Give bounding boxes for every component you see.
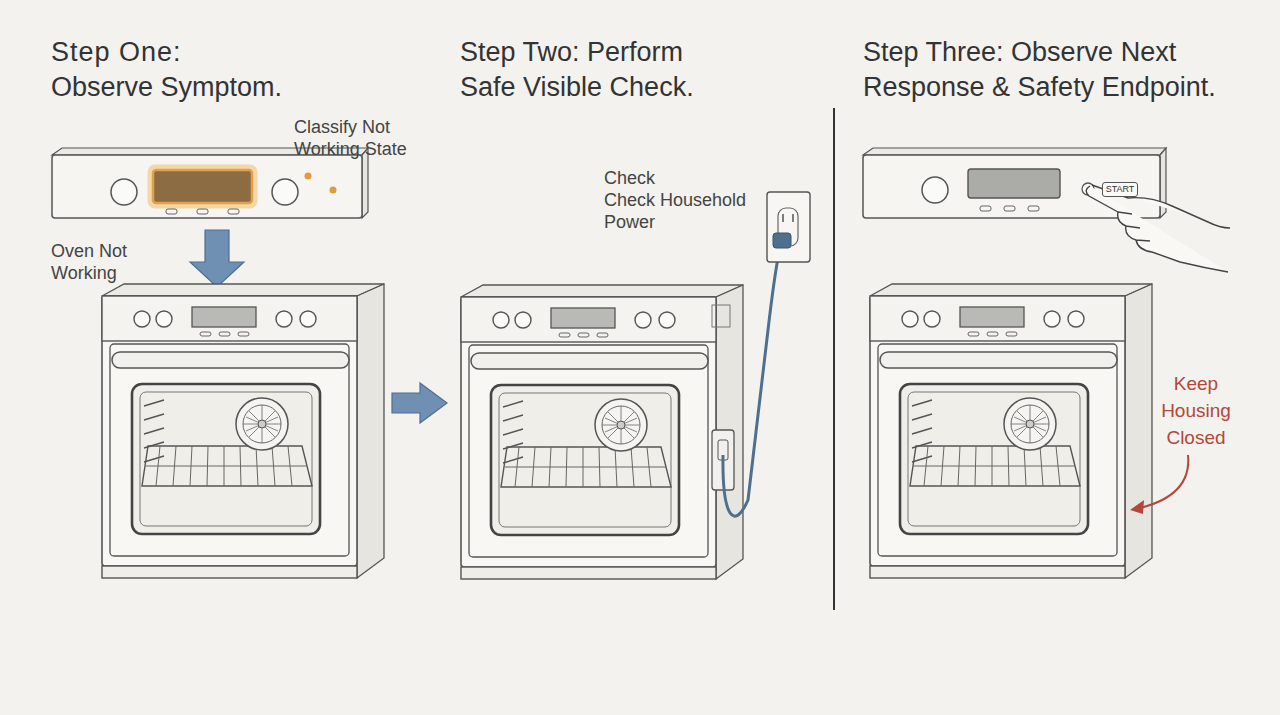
down-arrow — [190, 230, 244, 287]
power-cord — [792, 214, 794, 222]
pointing-hand — [1086, 185, 1230, 272]
power-cord — [712, 192, 810, 516]
control-panel-closeup — [150, 167, 255, 206]
control-panel-closeup — [1028, 206, 1039, 211]
power-cord — [782, 214, 784, 222]
power-cord — [767, 192, 810, 262]
step-heading: Step One: Observe Symptom. — [51, 35, 289, 105]
control-panel-closeup — [1004, 206, 1015, 211]
callout-arrow — [1130, 500, 1144, 514]
callout-arrow — [1130, 455, 1188, 514]
control-panel-closeup — [228, 209, 239, 214]
safety-note: Keep Housing Closed — [1146, 370, 1246, 451]
right-arrow — [392, 383, 447, 423]
control-panel-closeup — [272, 179, 298, 205]
control-panel-closeup — [153, 170, 252, 203]
control-panel-closeup — [166, 209, 177, 214]
control-panel-closeup — [197, 209, 208, 214]
state-note: Classify Not Working State — [294, 116, 419, 160]
control-panel-closeup — [111, 179, 137, 205]
start-button: START — [1102, 182, 1138, 197]
control-panel-closeup — [52, 155, 362, 218]
power-cord — [723, 248, 780, 516]
oven-illustration — [461, 285, 743, 579]
power-cord — [712, 305, 730, 327]
control-panel-closeup — [922, 177, 948, 203]
check-label: Check Household Power — [604, 189, 759, 233]
control-panel-closeup — [980, 206, 991, 211]
panel-divider — [833, 108, 835, 610]
power-cord — [773, 233, 791, 248]
step-heading: Step Two: Perform Safe Visible Check. — [460, 35, 705, 105]
control-panel-closeup — [968, 169, 1060, 198]
button-label: START — [1106, 185, 1135, 194]
control-panel-closeup — [330, 187, 337, 194]
oven-illustration — [870, 284, 1152, 578]
symptom-label: Oven Not Working — [51, 240, 141, 284]
step-heading: Step Three: Observe Next Response & Safe… — [863, 35, 1231, 105]
oven-illustration — [102, 284, 384, 578]
control-panel-closeup — [305, 173, 312, 180]
callout-arrow — [1140, 455, 1188, 508]
check-label: Check — [604, 167, 754, 189]
control-panel-closeup — [863, 148, 1166, 155]
